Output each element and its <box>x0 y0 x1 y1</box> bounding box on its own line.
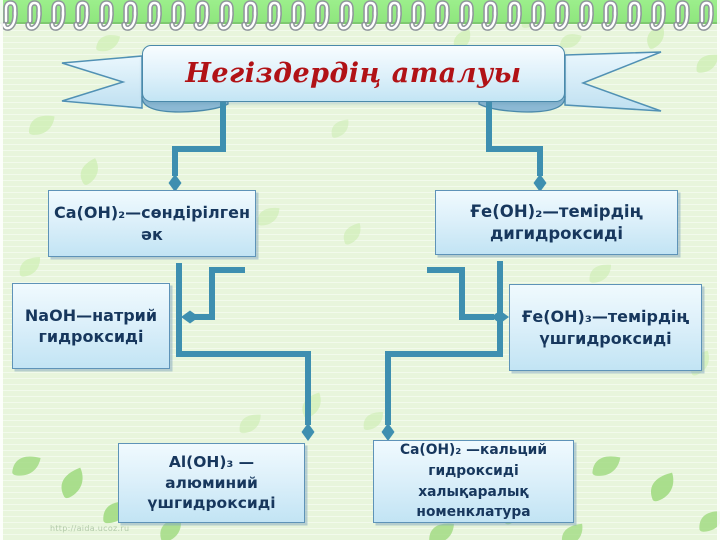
connector-box2-to-box4 <box>427 267 494 320</box>
diamond-arrow-icon <box>168 174 182 192</box>
diamond-arrow-icon <box>301 423 315 441</box>
node-text-line: алюминий <box>165 473 258 492</box>
spiral-binding-icon <box>0 0 720 36</box>
node-text-line: гидроксиді <box>428 462 519 479</box>
node-text-line: Ғе(ОН)₂—темірдің <box>470 201 643 221</box>
connector-title-to-box2 <box>486 100 543 176</box>
node-ca-oh2-slaked-lime: Ca(OH)₂—сөндірілген әк <box>48 190 256 257</box>
page-edge <box>0 0 3 540</box>
node-ca-oh2-calcium-intl: Ca(OH)₂ —кальций гидроксиді халықаралық … <box>373 440 574 523</box>
node-text-line: Ca(OH)₂ —кальций <box>399 442 548 459</box>
watermark: http://aida.ucoz.ru <box>50 524 130 533</box>
banner-right-flag <box>564 51 662 112</box>
banner-left-flag <box>61 55 143 109</box>
node-text-line: үшгидроксиді <box>147 494 276 513</box>
connector-box1-to-box5 <box>176 263 311 425</box>
page-edge <box>717 0 720 540</box>
diamond-arrow-icon <box>181 310 199 324</box>
node-text-line: NaOH—натрий <box>24 305 158 325</box>
node-text-line: номенклатура <box>416 504 531 521</box>
connector-box2-to-box6 <box>385 261 503 425</box>
node-naoh-sodium-hydroxide: NaOH—натрий гидроксиді <box>12 283 170 369</box>
connector-title-to-box1 <box>172 100 226 176</box>
node-text-line: үшгидроксиді <box>539 328 672 348</box>
diamond-arrow-icon <box>381 423 395 441</box>
node-text-line: Al(OH)₃ — <box>168 453 255 472</box>
node-fe-oh2-iron-dihydroxide: Ғе(ОН)₂—темірдің дигидроксиді <box>435 190 678 255</box>
node-fe-oh3-iron-trihydroxide: Ғе(ОН)₃—темірдің үшгидроксиді <box>509 284 702 371</box>
node-text-line: гидроксиді <box>38 327 144 346</box>
page-title: Негіздердің аталуы <box>185 58 522 89</box>
diamond-arrow-icon <box>491 310 509 324</box>
node-al-oh3-aluminium-trihydroxide: Al(OH)₃ — алюминий үшгидроксиді <box>118 443 305 523</box>
connector-box1-to-box3 <box>193 267 245 320</box>
diamond-arrow-icon <box>533 174 547 192</box>
node-text-line: әк <box>141 224 163 244</box>
node-text-line: Ғе(ОН)₃—темірдің <box>521 307 690 327</box>
title-banner: Негіздердің аталуы <box>142 45 565 102</box>
node-text-line: Ca(OH)₂—сөндірілген <box>53 203 251 223</box>
node-text-line: дигидроксиді <box>489 223 624 243</box>
node-text-line: халықаралық <box>418 483 529 500</box>
